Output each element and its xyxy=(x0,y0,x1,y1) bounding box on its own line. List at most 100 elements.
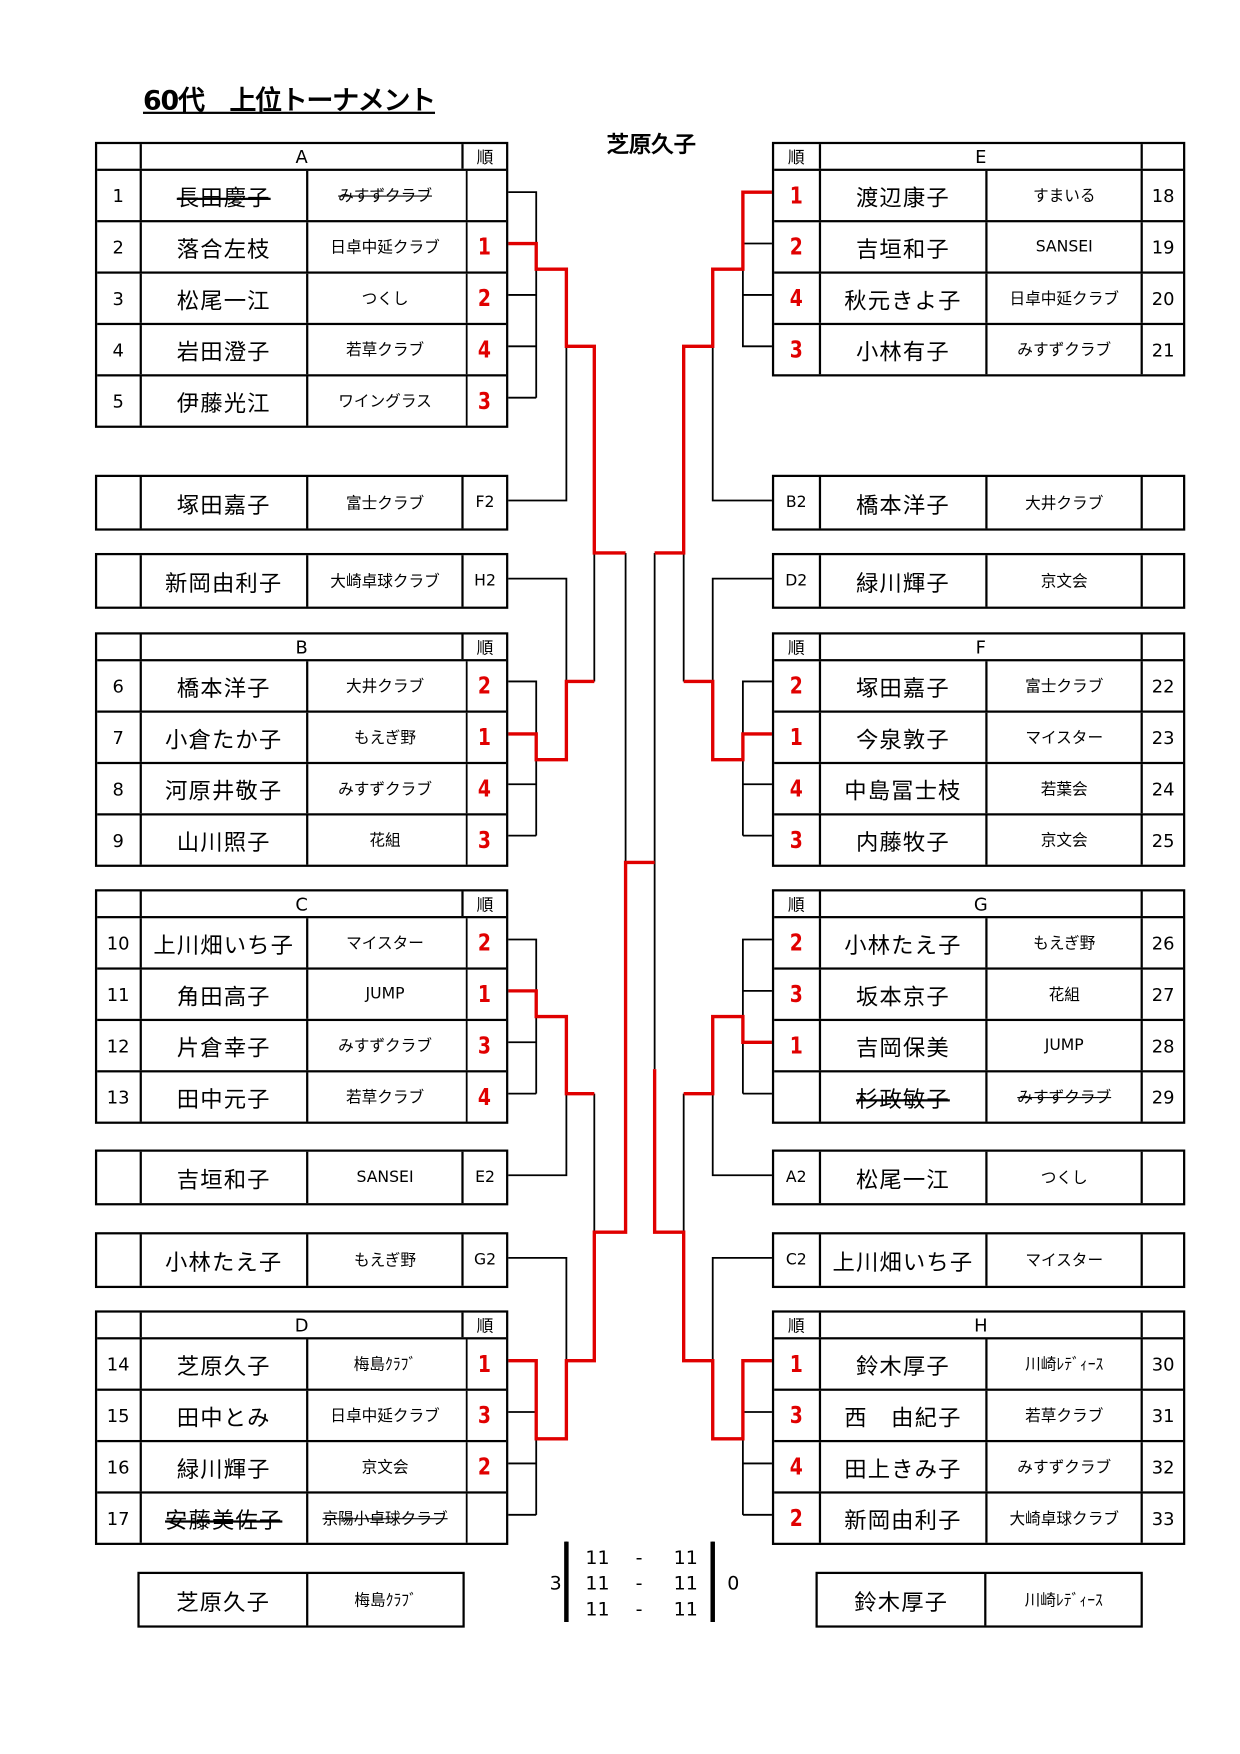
player-name: 伊藤光江 xyxy=(139,376,306,426)
player-number: 14 xyxy=(106,1353,130,1375)
player-name: 松尾一江 xyxy=(818,1151,985,1204)
player-club: 日卓中延クラブ xyxy=(985,273,1141,323)
winner-path xyxy=(508,860,655,1441)
player-name: 吉垣和子 xyxy=(139,1151,306,1204)
player-name: 芝原久子 xyxy=(139,1339,306,1389)
finalist-right: 鈴木厚子川崎ﾚﾃﾞｨｰｽ xyxy=(815,1571,1143,1628)
group-label: G xyxy=(818,891,1141,917)
finalist-name: 鈴木厚子 xyxy=(854,1587,949,1615)
player-club: マイスター xyxy=(985,712,1141,762)
header-blank xyxy=(1141,144,1183,169)
header-blank xyxy=(97,635,139,660)
winner-path xyxy=(508,679,595,762)
player-rank xyxy=(779,1072,814,1121)
player-number: 20 xyxy=(1141,273,1183,323)
player-number: 28 xyxy=(1141,1021,1183,1071)
game-score-right: 11 xyxy=(673,1598,698,1621)
player-number: 7 xyxy=(112,726,124,748)
player-rank: 2 xyxy=(466,918,501,968)
player-club: 花組 xyxy=(985,969,1141,1019)
bracket-line xyxy=(711,577,772,682)
player-name: 田中元子 xyxy=(139,1072,306,1122)
player-name: 新岡由利子 xyxy=(818,1493,985,1543)
player-club: SANSEI xyxy=(985,222,1141,272)
player-number: 31 xyxy=(1141,1390,1183,1440)
player-number: 8 xyxy=(112,778,124,800)
player-club: みすずクラブ xyxy=(306,1021,462,1071)
player-rank: 4 xyxy=(466,1072,501,1122)
player-rank: 3 xyxy=(789,826,803,854)
player-rank xyxy=(466,1493,501,1543)
player-club: 大井クラブ xyxy=(306,661,462,711)
player-club: 若草クラブ xyxy=(306,325,462,375)
player-name: 角田高子 xyxy=(139,969,306,1019)
finalist-name: 芝原久子 xyxy=(176,1587,271,1615)
rank-header: 順 xyxy=(461,144,506,169)
player-name: 塚田嘉子 xyxy=(139,477,306,529)
game-score-left: 11 xyxy=(585,1572,610,1596)
player-name: 田中とみ xyxy=(139,1390,306,1440)
player-club: 大崎卓球クラブ xyxy=(985,1493,1141,1543)
player-name: 渡辺康子 xyxy=(818,170,985,221)
player-club: 若葉会 xyxy=(985,764,1141,814)
right-sets-won: 0 xyxy=(727,1572,740,1596)
rank-header: 順 xyxy=(461,634,506,660)
player-name: 橋本洋子 xyxy=(139,661,306,711)
left-sets-won: 3 xyxy=(549,1572,562,1596)
seed-code: A2 xyxy=(785,1168,807,1187)
player-number: 11 xyxy=(106,983,130,1005)
player-name: 上川畑いち子 xyxy=(139,918,306,968)
player-rank: 3 xyxy=(466,815,501,865)
player-rank: 1 xyxy=(466,1339,501,1389)
player-club: マイスター xyxy=(985,1234,1141,1286)
player-rank: 1 xyxy=(789,723,803,751)
champion-name: 芝原久子 xyxy=(606,130,696,158)
player-club: みすずクラブ xyxy=(306,170,462,221)
player-name: 中島冨士枝 xyxy=(818,764,985,814)
player-name: 吉垣和子 xyxy=(818,222,985,272)
winner-path xyxy=(508,989,595,1096)
bracket-line xyxy=(508,1256,568,1361)
game-score-dash: - xyxy=(635,1547,643,1570)
player-rank: 4 xyxy=(789,775,803,803)
rank-header: 順 xyxy=(787,146,805,168)
seed-code: E2 xyxy=(461,1151,506,1204)
player-club: JUMP xyxy=(985,1021,1141,1071)
player-club: 若草クラブ xyxy=(985,1390,1141,1440)
player-rank: 2 xyxy=(789,672,803,700)
player-number: 26 xyxy=(1141,918,1183,968)
player-club: みすずクラブ xyxy=(985,325,1141,375)
player-club: 梅島ｸﾗﾌﾞ xyxy=(306,1339,462,1389)
player-rank: 3 xyxy=(789,980,803,1008)
player-rank: 3 xyxy=(789,1401,803,1429)
group-label: F xyxy=(818,634,1141,660)
player-number: 1 xyxy=(112,184,124,207)
player-rank: 1 xyxy=(789,1350,803,1378)
rank-header: 順 xyxy=(787,1315,805,1336)
group-label: A xyxy=(139,144,462,169)
bracket-line xyxy=(741,680,772,836)
game-score-right: 11 xyxy=(673,1572,698,1596)
player-rank: 4 xyxy=(789,284,803,312)
